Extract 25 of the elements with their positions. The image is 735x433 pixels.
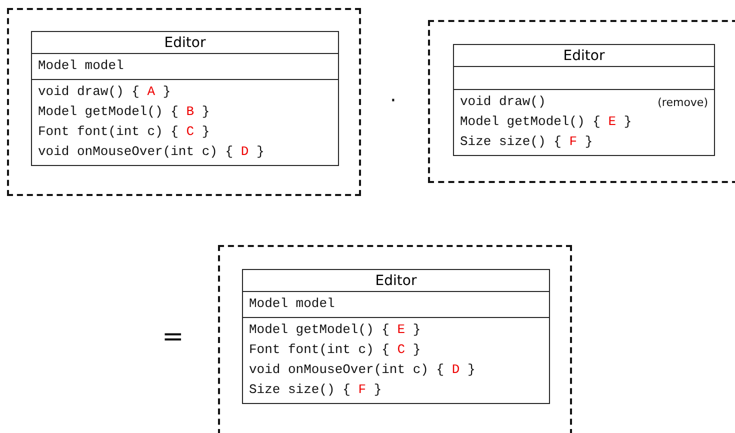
- method-text: void draw(): [460, 93, 546, 111]
- method-text: void onMouseOver(int c) { D }: [38, 143, 266, 161]
- note-text: (remove): [658, 96, 708, 108]
- method-text: Size size() { F }: [460, 133, 594, 151]
- dashed-frame: [428, 20, 735, 183]
- dashed-frame: [218, 245, 572, 433]
- equals-sign: =: [162, 322, 184, 352]
- class-box: [453, 44, 715, 156]
- method-text: Model getModel() { E }: [249, 321, 422, 339]
- method-text: Size size() { F }: [249, 381, 383, 399]
- method-text: Model getModel() { E }: [460, 113, 633, 131]
- method-text: void onMouseOver(int c) { D }: [249, 361, 476, 379]
- class-box: [242, 269, 550, 404]
- attribute-text: Model model: [38, 57, 125, 75]
- attribute-text: Model model: [249, 295, 336, 313]
- method-text: void draw() { A }: [38, 83, 172, 101]
- dashed-frame: [7, 8, 361, 196]
- class-name: Editor: [374, 272, 418, 291]
- class-name: Editor: [562, 47, 606, 66]
- class-box: [31, 31, 339, 166]
- method-text: Model getModel() { B }: [38, 103, 211, 121]
- class-name: Editor: [163, 34, 207, 53]
- method-text: Font font(int c) { C }: [38, 123, 211, 141]
- method-text: Font font(int c) { C }: [249, 341, 422, 359]
- multiplication-dot: ·: [390, 88, 396, 112]
